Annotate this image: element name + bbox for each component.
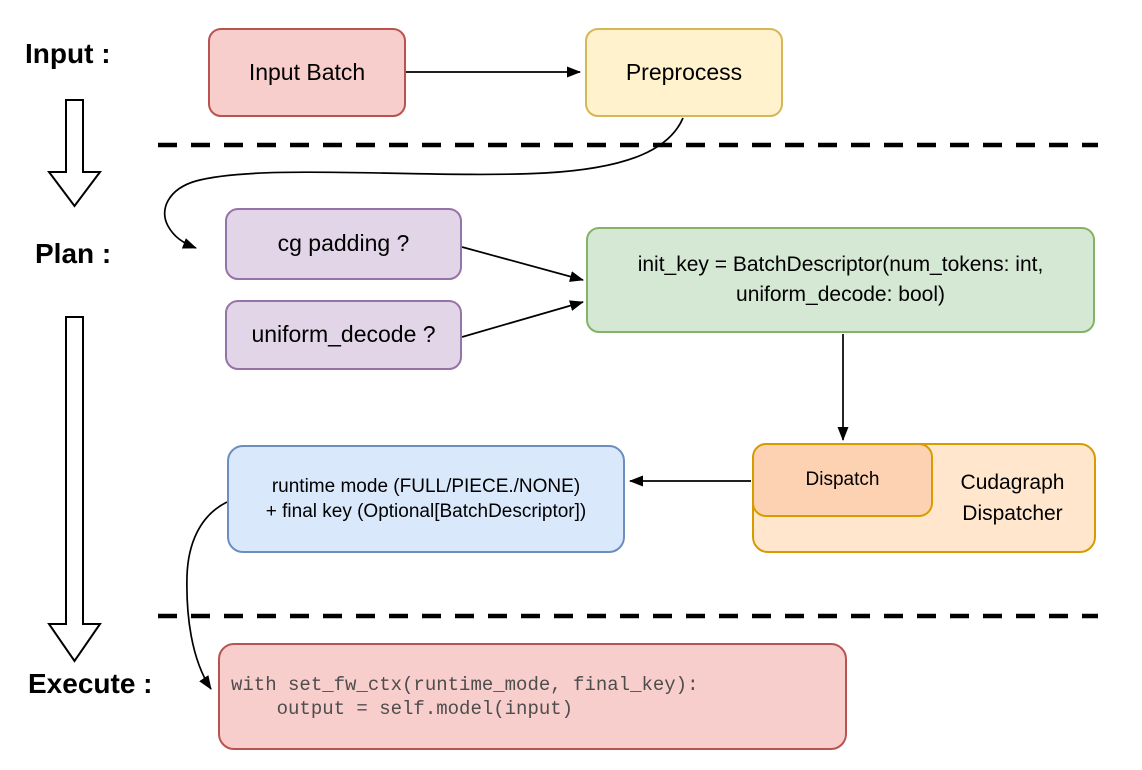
node-uniform-decode: uniform_decode ? [225,300,462,370]
node-label: Input Batch [248,58,366,85]
connector-cgpadding-to-initkey [461,246,584,282]
node-label-line1: init_key = BatchDescriptor(num_tokens: i… [637,253,1044,276]
stage-label-plan: Plan : [35,238,112,269]
node-label-line1: Cudagraph [960,471,1065,494]
node-label: Preprocess [625,58,743,85]
node-label: Dispatch [805,468,880,490]
node-input-batch: Input Batch [208,28,406,117]
node-label-line2: + final key (Optional[BatchDescriptor]) [265,501,587,522]
node-label-line2: Dispatcher [962,502,1063,525]
node-label-line1: runtime mode (FULL/PIECE./NONE) [271,476,581,497]
node-execute-code: with set_fw_ctx(runtime_mode, final_key)… [218,643,847,750]
node-cg-padding: cg padding ? [225,208,462,280]
node-label: cg padding ? [277,230,410,257]
node-dispatch: Dispatch [752,443,933,517]
connector-preprocess-to-plan [163,117,684,249]
cudagraph-dispatcher-label: Cudagraph Dispatcher [931,445,1094,551]
connector-runtime-to-execute [186,501,228,690]
stage-label-execute: Execute : [28,668,153,699]
node-runtime-mode-final-key: runtime mode (FULL/PIECE./NONE) + final … [227,445,625,553]
node-init-key: init_key = BatchDescriptor(num_tokens: i… [586,227,1095,333]
block-arrow-plan-to-execute [47,316,102,663]
stage-label-input: Input : [25,38,111,69]
node-preprocess: Preprocess [585,28,783,117]
connector-uniformdecode-to-initkey [461,300,584,338]
code-line-1: with set_fw_ctx(runtime_mode, final_key)… [231,673,699,696]
node-label-line2: uniform_decode: bool) [736,283,945,306]
code-line-2: output = self.model(input) [231,697,574,720]
node-label: uniform_decode ? [251,321,436,348]
block-arrow-input-to-plan [47,99,102,208]
